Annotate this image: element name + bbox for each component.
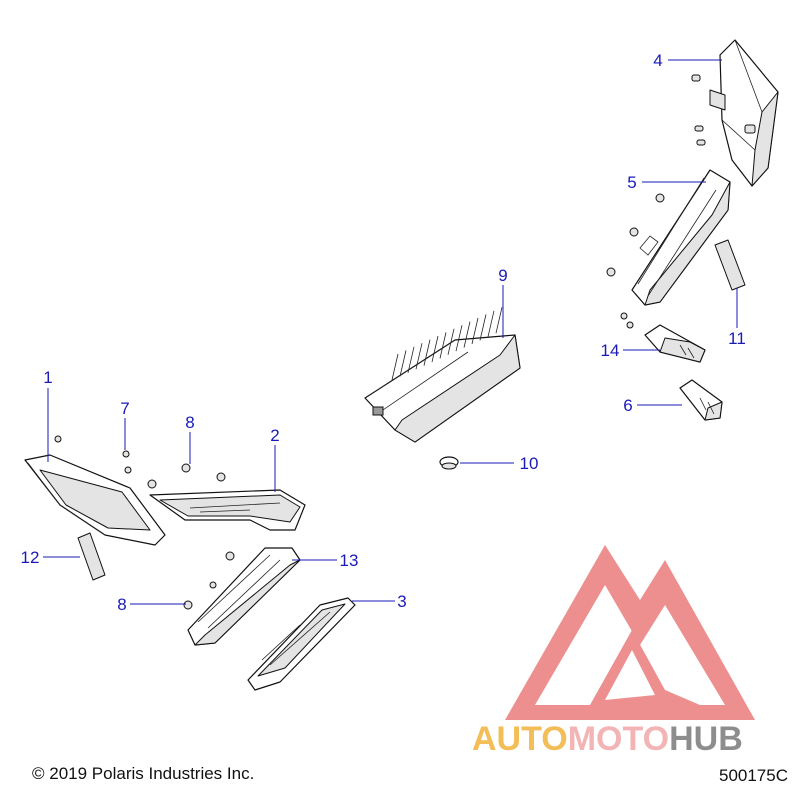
part-9-module (364, 307, 521, 443)
watermark-part-moto: MOTO (568, 720, 669, 758)
callout-6: 6 (623, 396, 632, 415)
fin-line (439, 332, 447, 359)
fin-line (391, 353, 399, 381)
callout-4: 4 (653, 51, 662, 70)
callout-10: 10 (520, 454, 539, 473)
watermark-logo-icon (505, 545, 755, 720)
fin-line (431, 335, 439, 363)
part-3-lens (247, 597, 356, 691)
fin-line (463, 321, 471, 348)
fin-line (447, 328, 455, 355)
callout-9: 9 (498, 266, 507, 285)
callout-12: 12 (21, 548, 40, 567)
callout-14: 14 (601, 341, 620, 360)
callout-13: 13 (340, 551, 359, 570)
part-11-pad (714, 239, 746, 291)
fin-line (407, 346, 415, 373)
part-4-bracket (691, 39, 779, 187)
callout-11: 11 (728, 329, 746, 348)
fin-line (423, 339, 431, 366)
part-14-clip (620, 312, 706, 363)
callout-5: 5 (627, 173, 636, 192)
fin-line (495, 307, 503, 334)
part-13-housing (183, 547, 301, 646)
callout-8-top: 8 (185, 413, 194, 432)
callout-3: 3 (397, 592, 406, 611)
part-2-bar (149, 489, 306, 531)
callout-8-bottom: 8 (117, 595, 126, 614)
fin-line (487, 310, 495, 337)
callout-1: 1 (43, 368, 52, 387)
part-5-housing (606, 169, 731, 306)
watermark-part-hub: HUB (669, 720, 743, 758)
fasteners-top (122, 450, 226, 489)
fin-line (479, 314, 487, 341)
watermark-wordmark: AUTOMOTOHUB (472, 720, 743, 758)
leader-lines (43, 59, 738, 605)
diagram-id: 500175C (718, 766, 788, 785)
part-1-cover (24, 435, 166, 546)
part-12-pad (77, 532, 106, 581)
fin-line (471, 317, 479, 345)
fin-line (455, 325, 463, 352)
watermark-part-auto: AUTO (472, 720, 568, 758)
callout-7: 7 (120, 399, 129, 418)
fin-line (399, 350, 407, 377)
part-10-grommet (439, 456, 459, 470)
callout-labels: 1 2 3 4 5 6 7 8 8 9 10 11 12 13 14 (21, 51, 746, 614)
part-6-clip (679, 379, 723, 421)
callout-2: 2 (270, 426, 279, 445)
copyright-notice: © 2019 Polaris Industries Inc. (32, 764, 255, 783)
